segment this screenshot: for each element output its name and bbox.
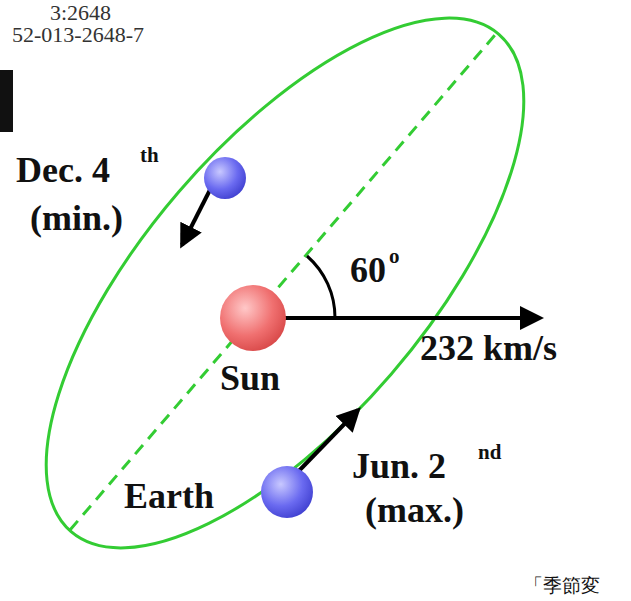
angle-arc — [307, 256, 335, 318]
cropped-box — [0, 70, 13, 132]
velocity-arrow — [270, 316, 540, 320]
header-text: 3:2648 — [50, 2, 111, 24]
date-label: Jun. 2 — [352, 448, 446, 484]
date-label: Dec. 4 — [16, 152, 110, 188]
earth-motion-arrow — [292, 410, 358, 478]
speed-label: 232 km/s — [420, 330, 557, 366]
sun-sphere — [220, 285, 286, 351]
max-label: (max.) — [365, 492, 464, 528]
date-suffix: nd — [478, 442, 501, 463]
earth-sphere — [261, 466, 313, 518]
angle-value: 60 — [350, 252, 386, 288]
degree-sign: o — [389, 246, 400, 267]
header-text: 52-013-2648-7 — [12, 24, 144, 46]
earth-dec-sphere — [204, 157, 246, 199]
sun-label: Sun — [220, 360, 280, 396]
min-label: (min.) — [30, 200, 123, 236]
orbit-ellipse — [0, 0, 605, 601]
date-suffix: th — [140, 145, 159, 166]
earth-label: Earth — [124, 478, 214, 514]
caption-fragment: 「季節変 — [524, 576, 600, 595]
major-axis — [70, 35, 495, 530]
